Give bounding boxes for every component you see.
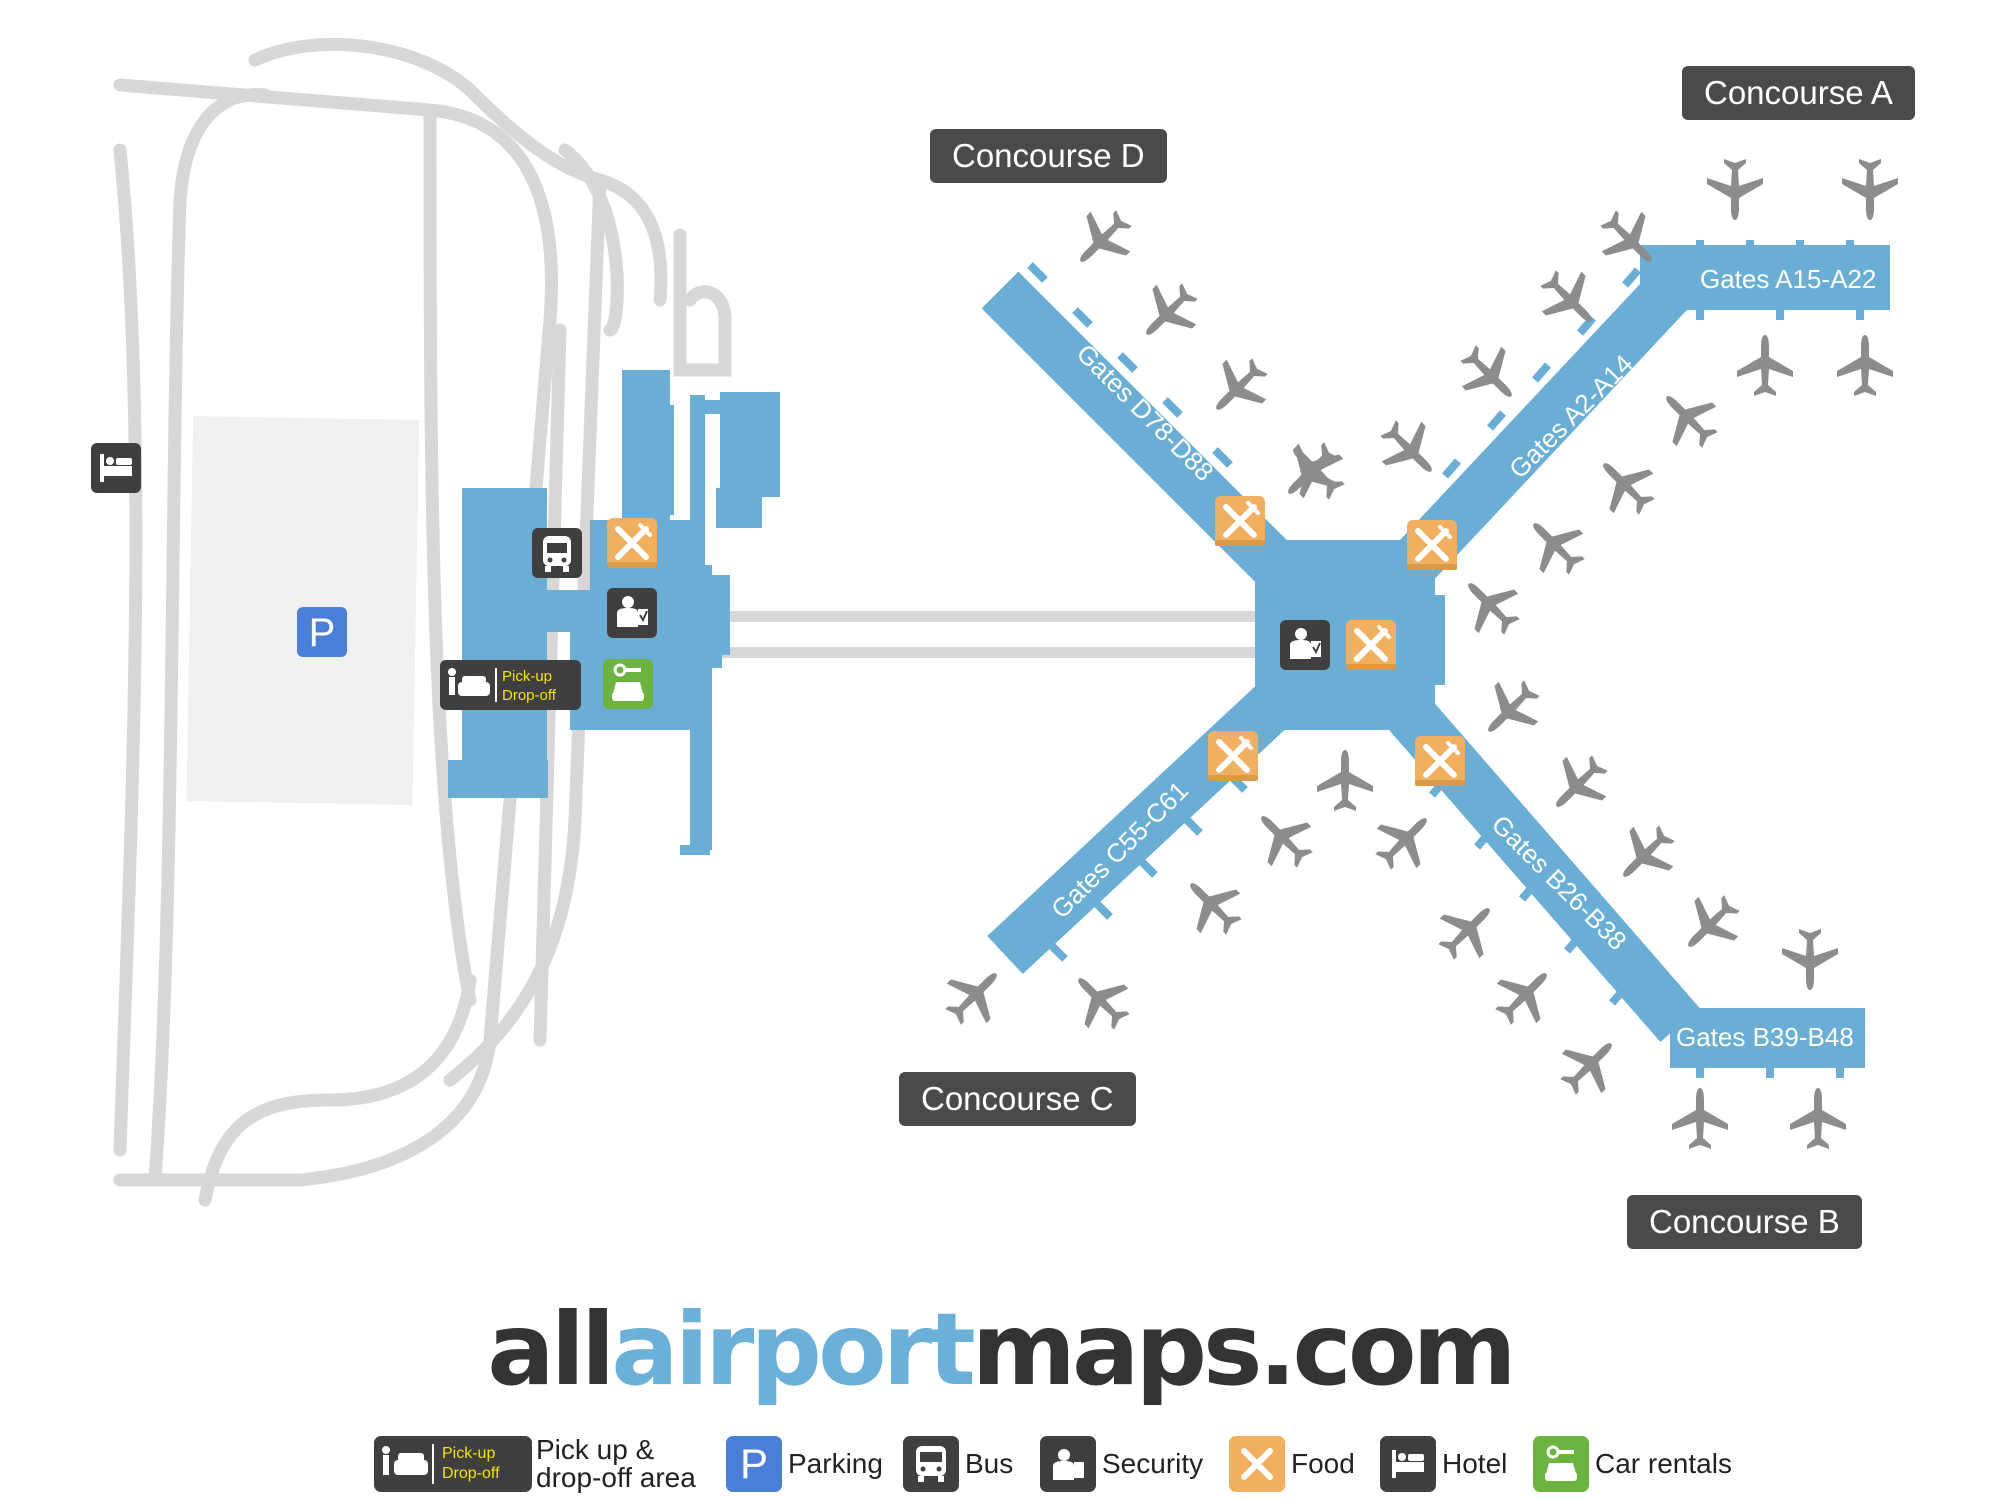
legend-hotel-label: Hotel bbox=[1442, 1448, 1508, 1479]
concourse-label-c: Concourse C bbox=[899, 1072, 1136, 1126]
logo-part-maps: maps.com bbox=[971, 1291, 1517, 1408]
plane-icon bbox=[1837, 335, 1893, 396]
concourse-label-a: Concourse A bbox=[1682, 66, 1915, 120]
map-legend: Pick-up Drop-off Pick up & drop-off area… bbox=[0, 1434, 2000, 1494]
bus-icon bbox=[903, 1436, 959, 1492]
car-rental-icon bbox=[603, 659, 653, 709]
plane-icon bbox=[1737, 335, 1793, 396]
logo-part-airport: airport bbox=[611, 1291, 975, 1408]
plane-icon bbox=[1273, 428, 1357, 512]
food-icon bbox=[1346, 620, 1396, 670]
food-icon bbox=[1215, 496, 1265, 546]
legend-bus: Bus bbox=[903, 1434, 1013, 1494]
pickup-glyph bbox=[382, 1444, 434, 1484]
pickup-icon: Pick-up Drop-off bbox=[440, 660, 581, 710]
plane-icon bbox=[1060, 198, 1144, 282]
concourse-label-d: Concourse D bbox=[930, 129, 1167, 183]
site-logo[interactable]: allairportmaps.com bbox=[0, 1290, 2000, 1410]
gate-label-a1: Gates A15-A22 bbox=[1700, 264, 1876, 294]
gate-label-b2: Gates B39-B48 bbox=[1676, 1022, 1854, 1052]
plane-icon bbox=[1603, 813, 1687, 897]
road-network bbox=[113, 37, 732, 1207]
plane-icon bbox=[1448, 333, 1532, 417]
concourse-label-b: Concourse B bbox=[1627, 1195, 1862, 1249]
legend-bus-label: Bus bbox=[965, 1448, 1014, 1479]
legend-parking: P Parking bbox=[726, 1434, 883, 1494]
plane-icon bbox=[1646, 376, 1730, 460]
plane-icon bbox=[1058, 958, 1142, 1042]
plane-icon bbox=[1363, 798, 1447, 882]
legend-food: Food bbox=[1229, 1434, 1355, 1494]
map-icons: P Pick-up Drop-off bbox=[91, 443, 1465, 786]
legend-pickup-label-2: drop-off area bbox=[536, 1462, 696, 1493]
food-icon bbox=[1415, 736, 1465, 786]
legend-pickup: Pick-up Drop-off Pick up & drop-off area bbox=[374, 1434, 696, 1494]
legend-parking-label: Parking bbox=[788, 1448, 883, 1479]
parking-icon: P bbox=[297, 607, 347, 657]
security-icon bbox=[606, 587, 658, 639]
legend-food-label: Food bbox=[1291, 1448, 1355, 1479]
legend-security-label: Security bbox=[1102, 1448, 1204, 1479]
food-icon bbox=[607, 518, 657, 568]
plane-icon bbox=[1668, 883, 1752, 967]
logo-part-all: all bbox=[487, 1291, 615, 1408]
plane-icon bbox=[1790, 1088, 1846, 1149]
legend-hotel: Hotel bbox=[1380, 1434, 1507, 1494]
hotel-icon bbox=[91, 443, 141, 493]
security-icon bbox=[1040, 1436, 1096, 1492]
parking-icon: P bbox=[726, 1436, 782, 1492]
plane-icon bbox=[1196, 346, 1280, 430]
pickup-icon-line1: Pick-up bbox=[502, 668, 552, 685]
plane-icon bbox=[1548, 1023, 1632, 1107]
plane-icon bbox=[1536, 743, 1620, 827]
legend-pickup-line2: Drop-off bbox=[442, 1465, 500, 1482]
food-icon bbox=[1229, 1436, 1285, 1492]
bed-icon bbox=[1380, 1436, 1436, 1492]
security-icon bbox=[1279, 619, 1331, 671]
plane-icon bbox=[1483, 953, 1567, 1037]
plane-icon bbox=[1368, 408, 1452, 492]
plane-icon bbox=[1583, 443, 1667, 527]
legend-pickup-label-1: Pick up & bbox=[536, 1434, 655, 1465]
legend-parking-letter: P bbox=[739, 1440, 768, 1487]
plane-icon bbox=[1468, 668, 1552, 752]
food-icon bbox=[1407, 520, 1457, 570]
legend-security: Security bbox=[1040, 1434, 1203, 1494]
plane-icon bbox=[1842, 159, 1898, 220]
plane-icon bbox=[933, 953, 1017, 1037]
food-icon bbox=[1208, 731, 1258, 781]
gate-label-b1: Gates B26-B38 bbox=[1486, 809, 1633, 956]
legend-car-rentals-label: Car rentals bbox=[1595, 1448, 1732, 1479]
plane-icon bbox=[1707, 159, 1763, 220]
plane-icon bbox=[1426, 888, 1510, 972]
plane-icon bbox=[1672, 1088, 1728, 1149]
legend-car-rentals: Car rentals bbox=[1533, 1434, 1732, 1494]
car-rental-icon bbox=[1533, 1436, 1589, 1492]
plane-icon bbox=[1241, 796, 1325, 880]
gate-stubs bbox=[1027, 240, 1864, 1078]
parking-icon-letter: P bbox=[309, 611, 336, 655]
legend-pickup-line1: Pick-up bbox=[442, 1445, 496, 1462]
plane-icon bbox=[1170, 863, 1254, 947]
plane-icon bbox=[1782, 929, 1838, 990]
bus-icon bbox=[532, 528, 582, 578]
pickup-icon-line2: Drop-off bbox=[502, 687, 557, 704]
plane-icon bbox=[1126, 271, 1210, 355]
connector-bridge bbox=[700, 611, 1260, 658]
plane-icon bbox=[1448, 563, 1532, 647]
gate-label-c: Gates C55-C61 bbox=[1045, 775, 1194, 924]
plane-icon bbox=[1317, 750, 1373, 811]
plane-icon bbox=[1513, 503, 1597, 587]
pickup-icon: Pick-up Drop-off bbox=[374, 1436, 532, 1492]
